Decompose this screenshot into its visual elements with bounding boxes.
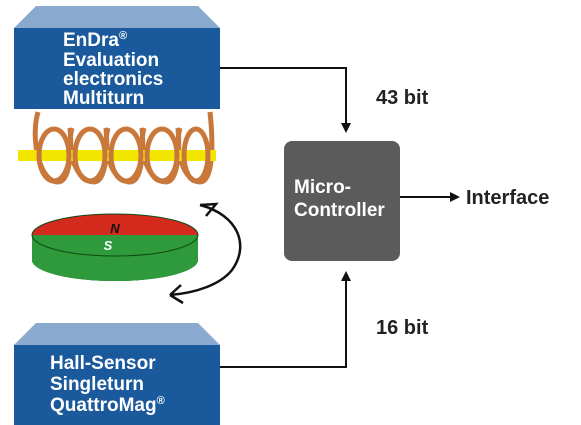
interface-label: Interface xyxy=(466,187,549,209)
coil-icon xyxy=(18,111,216,185)
controller-line1: Micro- xyxy=(294,177,351,198)
endra-line3: electronics xyxy=(63,69,163,90)
rotation-arrow-icon xyxy=(169,202,242,305)
top-connector xyxy=(220,67,351,133)
microcontroller-box: Micro- Controller xyxy=(284,141,400,261)
hall-line2: Singleturn xyxy=(50,374,144,395)
endra-box-top xyxy=(14,6,220,28)
hall-line1: Hall-Sensor xyxy=(50,353,156,374)
hall-box-top xyxy=(14,323,220,345)
endra-line4: Multiturn xyxy=(63,88,144,109)
magnet-south-label: S xyxy=(104,238,113,253)
endra-evaluation-box: EnDra® Evaluation electronics Multiturn xyxy=(14,6,220,109)
hall-sensor-box: Hall-Sensor Singleturn QuattroMag® xyxy=(14,323,220,425)
top-bits-label: 43 bit xyxy=(376,87,429,109)
hall-box-front xyxy=(14,345,220,425)
endra-line2: Evaluation xyxy=(63,50,159,71)
yellow-rod xyxy=(18,150,216,161)
endra-line1: EnDra® xyxy=(63,30,127,51)
bottom-bits-label: 16 bit xyxy=(376,317,429,339)
endra-box-front xyxy=(14,28,220,109)
hall-line3: QuattroMag® xyxy=(50,395,165,416)
magnet-disc: N S xyxy=(31,213,199,281)
bottom-connector xyxy=(220,271,351,368)
controller-line2: Controller xyxy=(294,200,385,221)
magnet-north-label: N xyxy=(110,221,120,236)
